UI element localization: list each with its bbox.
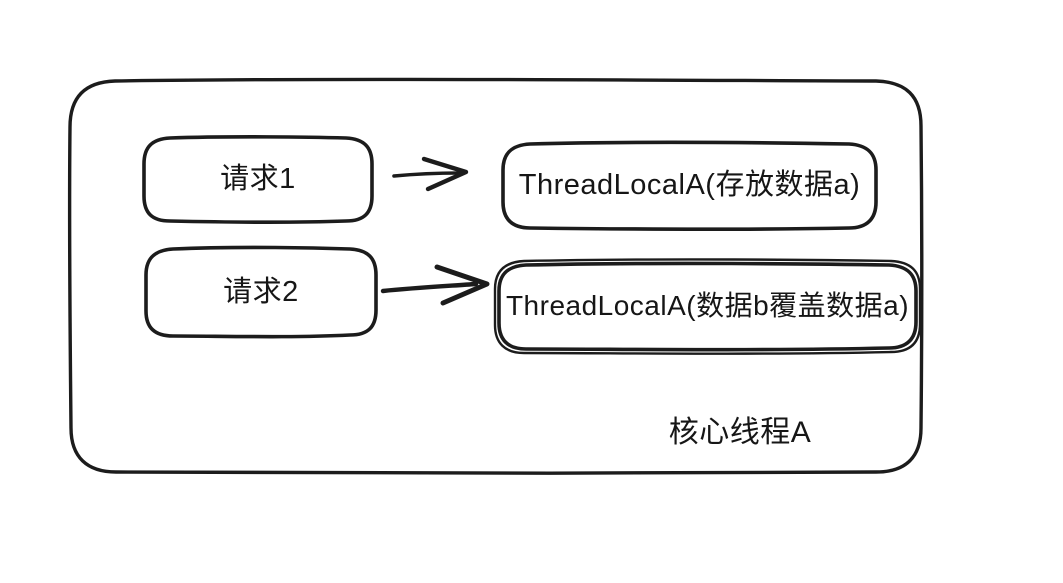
node-label-request-2: 请求2 — [223, 275, 299, 308]
node-label-threadlocal-a-store: ThreadLocalA(存放数据a) — [518, 169, 861, 202]
arrow-request1-shaft — [392, 171, 462, 178]
node-request-1-outline — [142, 135, 374, 224]
node-request-2-outline — [144, 245, 378, 339]
node-threadlocal-a-overwrite-outline — [497, 261, 918, 352]
arrow-request2-shaft — [380, 281, 479, 294]
core-thread-label: 核心线程A — [668, 415, 812, 449]
arrow-request2-head — [434, 264, 490, 306]
arrow-request1-head — [421, 156, 469, 192]
node-threadlocal-a-store-outline — [501, 140, 878, 231]
node-threadlocal-a-overwrite-outline-double — [493, 258, 922, 355]
node-label-request-1: 请求1 — [220, 163, 296, 196]
core-thread-container-outline — [67, 77, 924, 475]
node-label-threadlocal-a-overwrite: ThreadLocalA(数据b覆盖数据a) — [505, 290, 910, 322]
